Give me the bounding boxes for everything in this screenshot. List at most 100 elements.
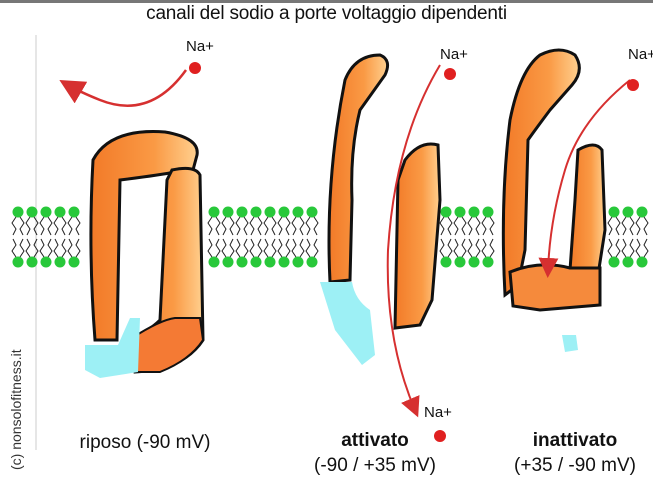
lipid-tail [26, 217, 30, 235]
lipid-tail [264, 239, 268, 257]
lipid-head [55, 257, 66, 268]
lipid-tail [62, 239, 66, 257]
lipid-tail [482, 217, 486, 235]
ion-label-riposo: Na+ [186, 38, 214, 55]
lipid-tail [462, 239, 466, 257]
lipid-head [307, 257, 318, 268]
lipid-tail [616, 217, 620, 235]
lipid-tail [54, 239, 58, 257]
lipid-head [469, 257, 480, 268]
lipid-tail [636, 239, 640, 257]
state-label-inattivato: inattivato (+35 / -90 mV) [500, 428, 650, 478]
gate-open [320, 282, 375, 365]
lipid-tail [76, 217, 80, 235]
lipid-head [69, 207, 80, 218]
lipid-head [609, 257, 620, 268]
lipid-tail [54, 217, 58, 235]
lipid-head [209, 207, 220, 218]
lipid-tail [448, 239, 452, 257]
state-label-attivato: attivato (-90 / +35 mV) [300, 428, 450, 478]
lipid-head [279, 257, 290, 268]
lipid-head [469, 207, 480, 218]
lipid-tail [630, 217, 634, 235]
lipid-tail [286, 239, 290, 257]
lipid-tail [250, 217, 254, 235]
ion-repelled-arrow [68, 70, 186, 106]
lipid-tail [490, 217, 494, 235]
lipid-head [251, 207, 262, 218]
lipid-head [13, 257, 24, 268]
lipid-tail [208, 239, 212, 257]
lipid-tail [616, 239, 620, 257]
lipid-head [293, 257, 304, 268]
membrane-left [12, 207, 80, 268]
lipid-head [609, 207, 620, 218]
lipid-tail [258, 239, 262, 257]
lipid-head [483, 207, 494, 218]
channel-riposo [85, 132, 203, 378]
lipid-tail [48, 217, 52, 235]
lipid-tail [468, 217, 472, 235]
lipid-head [279, 207, 290, 218]
ion-dot-attivato-top [444, 68, 456, 80]
lipid-tail [34, 239, 38, 257]
lipid-head [237, 207, 248, 218]
lipid-tail [48, 239, 52, 257]
lipid-tail [244, 217, 248, 235]
lipid-tail [622, 239, 626, 257]
lipid-tail [608, 239, 612, 257]
lipid-head [441, 207, 452, 218]
lipid-tail [314, 239, 318, 257]
lipid-tail [230, 239, 234, 257]
lipid-tail [40, 217, 44, 235]
lipid-tail [208, 217, 212, 235]
lipid-tail [236, 217, 240, 235]
state-name-inattivato: inattivato [533, 430, 617, 451]
lipid-tail [306, 217, 310, 235]
lipid-tail [34, 217, 38, 235]
lipid-head [265, 207, 276, 218]
lipid-tail [636, 217, 640, 235]
lipid-tail [264, 217, 268, 235]
lipid-head [251, 257, 262, 268]
lipid-tail [68, 217, 72, 235]
membrane-mid [208, 207, 318, 268]
lipid-head [637, 257, 648, 268]
lipid-tail [644, 217, 648, 235]
state-name-riposo: riposo [80, 432, 132, 453]
state-voltage-inattivato: (+35 / -90 mV) [514, 455, 636, 476]
lipid-head [483, 257, 494, 268]
membrane-right [608, 207, 648, 268]
lipid-tail [12, 217, 16, 235]
lipid-tail [644, 239, 648, 257]
lipid-tail [440, 239, 444, 257]
lipid-tail [250, 239, 254, 257]
lipid-tail [482, 239, 486, 257]
state-voltage-riposo: (-90 mV) [137, 432, 211, 453]
lipid-head [27, 207, 38, 218]
lipid-tail [454, 217, 458, 235]
lipid-tail [476, 217, 480, 235]
credit-watermark: (c) nonsolofitness.it [8, 349, 24, 470]
lipid-head [69, 257, 80, 268]
lipid-head [13, 207, 24, 218]
lipid-head [237, 257, 248, 268]
lipid-tail [622, 217, 626, 235]
lipid-tail [216, 239, 220, 257]
lipid-tail [286, 217, 290, 235]
lipid-head [223, 257, 234, 268]
lipid-head [455, 207, 466, 218]
lipid-tail [462, 217, 466, 235]
lipid-head [623, 207, 634, 218]
lipid-tail [222, 239, 226, 257]
lipid-tail [222, 217, 226, 235]
lipid-tail [272, 239, 276, 257]
lipid-tail [230, 217, 234, 235]
lipid-tail [300, 217, 304, 235]
lipid-tail [244, 239, 248, 257]
lipid-tail [468, 239, 472, 257]
lipid-tail [476, 239, 480, 257]
lipid-head [441, 257, 452, 268]
gate-inactivation [562, 335, 578, 352]
